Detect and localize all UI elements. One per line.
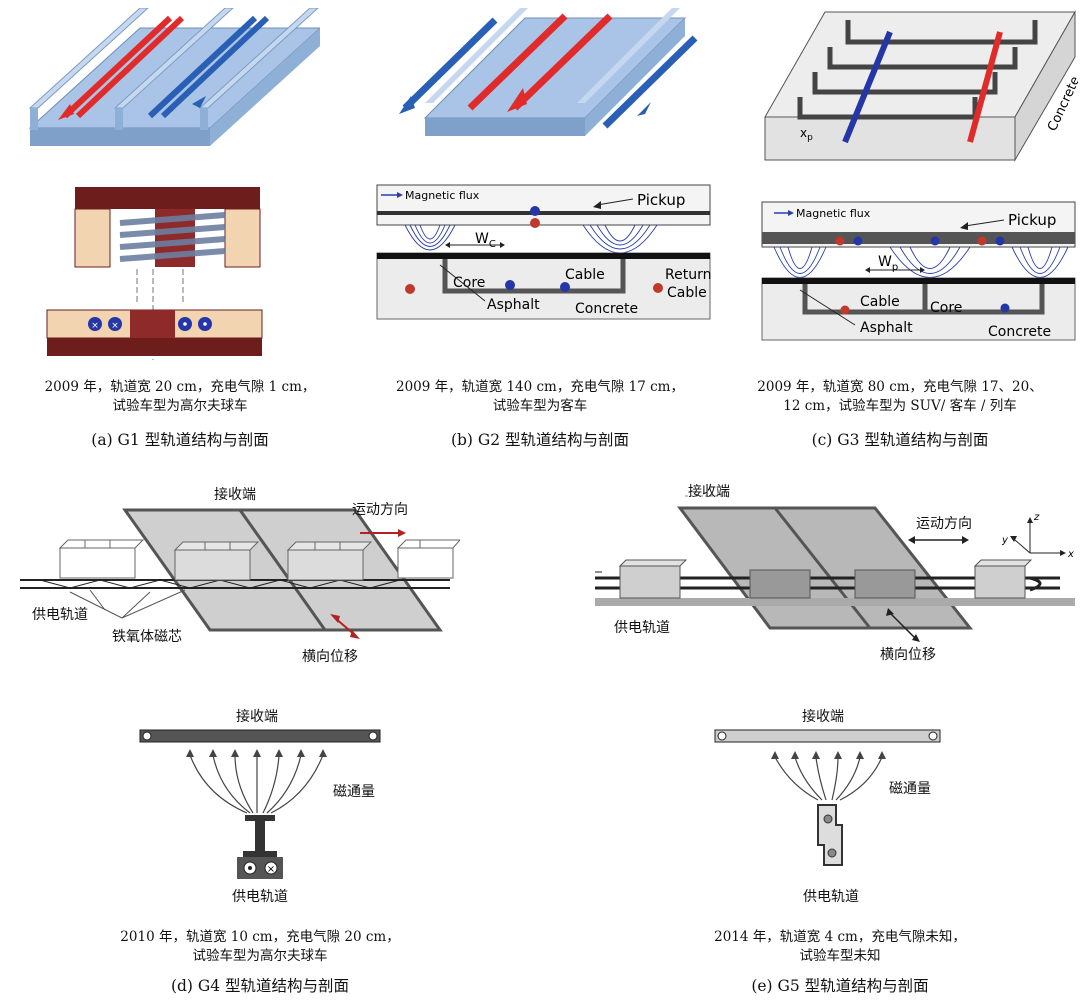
label-flux-e: 磁通量	[889, 778, 931, 798]
caption-a: 2009 年，轨道宽 20 cm，充电气隙 1 cm， 试验车型为高尔夫球车	[0, 378, 360, 416]
label-supply-track2-d: 供电轨道	[232, 886, 288, 906]
caption-c-line1: 2009 年，轨道宽 80 cm，充电气隙 17、20、	[720, 378, 1080, 397]
label-supply-track-d: 供电轨道	[32, 604, 88, 624]
caption-b-line1: 2009 年，轨道宽 140 cm，充电气隙 17 cm，	[360, 378, 720, 397]
sublabel-a: (a) G1 型轨道结构与剖面	[0, 428, 360, 450]
svg-text:×: ×	[91, 321, 99, 331]
label-motion-d: 运动方向	[352, 499, 408, 519]
label-supply-track-e: 供电轨道	[614, 617, 670, 637]
label-pickup-b: Pickup	[637, 191, 685, 209]
label-ferrite-d: 铁氧体磁芯	[112, 626, 182, 646]
label-lateral-d: 横向位移	[302, 646, 358, 666]
label-wc: WC	[475, 231, 496, 250]
sublabel-d: (d) G4 型轨道结构与剖面	[90, 974, 430, 996]
label-flux-d: 磁通量	[333, 781, 375, 801]
caption-e-line1: 2014 年，轨道宽 4 cm，充电气隙未知，	[660, 928, 1020, 947]
caption-b-line2: 试验车型为客车	[360, 397, 720, 416]
sublabel-b: (b) G2 型轨道结构与剖面	[360, 428, 720, 450]
svg-text:×: ×	[267, 864, 275, 875]
caption-a-line1: 2009 年，轨道宽 20 cm，充电气隙 1 cm，	[0, 378, 360, 397]
g2-cross-section: Magnetic flux Pickup WC Core Cable Retur…	[375, 183, 715, 323]
label-lateral-e: 横向位移	[880, 644, 936, 664]
label-receiver2-d: 接收端	[236, 706, 278, 726]
label-asphalt-b: Asphalt	[487, 297, 540, 313]
label-cable-c: Cable	[860, 294, 900, 310]
label-axis-y: y	[1001, 535, 1009, 546]
g2-track-3d	[395, 8, 705, 153]
g4-cross-section: ×	[135, 725, 385, 885]
label-pickup-c: Pickup	[1008, 211, 1056, 229]
label-concrete-c: Concrete	[988, 324, 1051, 340]
caption-c: 2009 年，轨道宽 80 cm，充电气隙 17、20、 12 cm，试验车型为…	[720, 378, 1080, 416]
caption-c-line2: 12 cm，试验车型为 SUV/ 客车 / 列车	[720, 397, 1080, 416]
label-motion-e: 运动方向	[916, 513, 972, 533]
label-magnetic-flux-c: Magnetic flux	[796, 207, 871, 220]
caption-a-line2: 试验车型为高尔夫球车	[0, 397, 360, 416]
g1-track-3d	[20, 8, 320, 153]
g3-cross-section: Magnetic flux Pickup Wp Cable Core Aspha…	[760, 200, 1078, 345]
label-cable-b: Cable	[565, 267, 605, 283]
label-return-2: Cable	[667, 285, 707, 301]
label-receiver-e: 接收端	[688, 481, 730, 501]
caption-d: 2010 年，轨道宽 10 cm，充电气隙 20 cm， 试验车型为高尔夫球车	[80, 928, 440, 966]
caption-b: 2009 年，轨道宽 140 cm，充电气隙 17 cm， 试验车型为客车	[360, 378, 720, 416]
label-asphalt-c: Asphalt	[860, 320, 913, 336]
svg-text:×: ×	[111, 321, 119, 331]
label-receiver-d: 接收端	[214, 484, 256, 504]
label-supply-track2-e: 供电轨道	[803, 886, 859, 906]
label-axis-x: x	[1067, 549, 1074, 560]
label-concrete-b: Concrete	[575, 301, 638, 317]
g1-cross-section: × ×	[45, 185, 275, 360]
caption-d-line1: 2010 年，轨道宽 10 cm，充电气隙 20 cm，	[80, 928, 440, 947]
caption-e: 2014 年，轨道宽 4 cm，充电气隙未知， 试验车型未知	[660, 928, 1020, 966]
caption-e-line2: 试验车型未知	[660, 947, 1020, 966]
label-axis-z: z	[1033, 512, 1040, 523]
label-core-c: Core	[930, 300, 962, 316]
sublabel-c: (c) G3 型轨道结构与剖面	[720, 428, 1080, 450]
caption-d-line2: 试验车型为高尔夫球车	[80, 947, 440, 966]
g5-cross-section	[710, 725, 950, 885]
label-receiver2-e: 接收端	[802, 706, 844, 726]
label-magnetic-flux-b: Magnetic flux	[405, 189, 480, 202]
g3-track-3d: xp Concrete	[760, 2, 1078, 162]
label-return-1: Return	[665, 267, 711, 283]
sublabel-e: (e) G5 型轨道结构与剖面	[670, 974, 1010, 996]
